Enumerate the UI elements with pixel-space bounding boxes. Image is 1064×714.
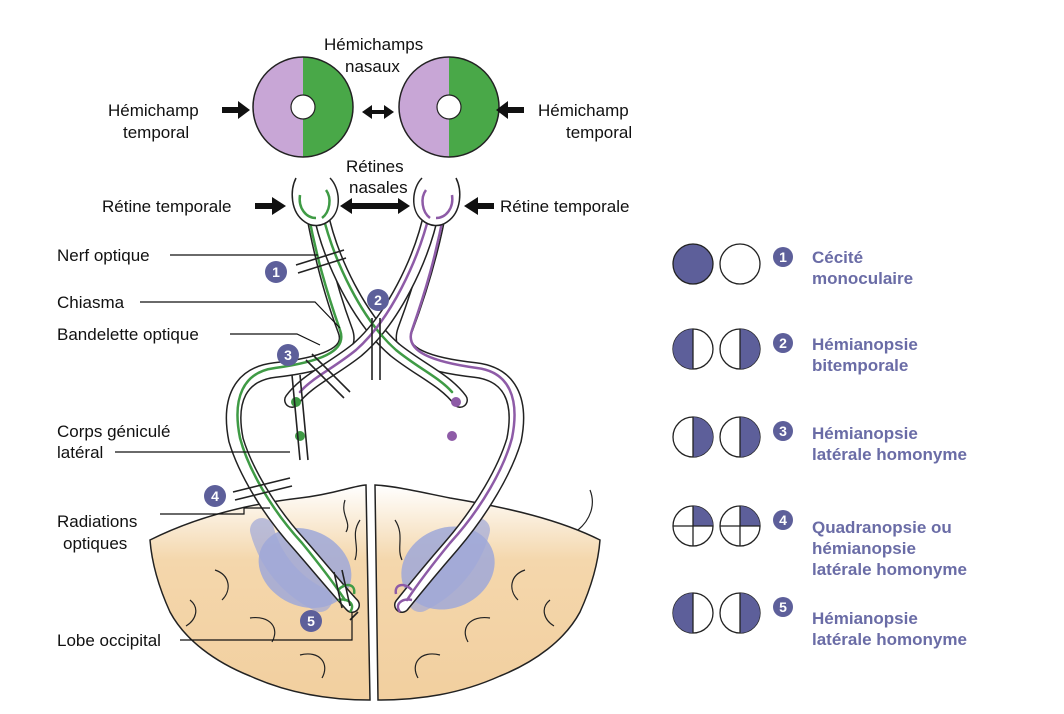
marker-5: 5	[307, 613, 315, 629]
legend-item-1: 1 Cécité monoculaire	[672, 243, 913, 288]
label-hemichamps-nasaux-2: nasaux	[345, 57, 400, 76]
arrow-right-field	[496, 101, 524, 119]
marker-1: 1	[272, 264, 280, 280]
legend-5-line-2: latérale homonyme	[812, 630, 967, 649]
optic-pathways	[225, 197, 525, 613]
arrow-left-retina	[255, 197, 286, 215]
label-hemichamp-temporal-right-2: temporal	[566, 123, 632, 142]
label-radiations-1: Radiations	[57, 512, 137, 531]
marker-4: 4	[211, 488, 219, 504]
label-chiasma: Chiasma	[57, 293, 125, 312]
label-retine-temporale-right: Rétine temporale	[500, 197, 629, 216]
legend-3-line-2: latérale homonyme	[812, 445, 967, 464]
pathway-labels: Hémichamp temporal Hémichamps nasaux Hém…	[57, 35, 632, 650]
legend-item-5: 5 Hémianopsie latérale homonyme	[672, 592, 967, 649]
right-eye	[413, 177, 461, 227]
cortical-terminals	[337, 583, 413, 613]
legend-4-line-3: latérale homonyme	[812, 560, 967, 579]
sulci	[185, 489, 593, 679]
legend-item-4: 4 Quadranopsie ou hémianopsie latérale h…	[672, 505, 967, 579]
label-corps-genicule-2: latéral	[57, 443, 103, 462]
legend-number-5: 5	[779, 599, 787, 615]
label-retines-nasales-1: Rétines	[346, 157, 404, 176]
label-hemichamp-temporal-right-1: Hémichamp	[538, 101, 629, 120]
legend-1-line-2: monoculaire	[812, 269, 913, 288]
legend-item-2: 2 Hémianopsie bitemporale	[672, 328, 918, 375]
arrow-right-retina	[464, 197, 494, 215]
green-fibre-nasal	[320, 210, 454, 394]
right-field-nasal-half	[399, 57, 449, 157]
arrow-nasal-fields	[362, 105, 394, 119]
label-hemichamp-temporal-left-1: Hémichamp	[108, 101, 199, 120]
legend: 1 Cécité monoculaire 2 Hémianopsie bitem…	[672, 243, 967, 649]
arrows	[222, 101, 524, 215]
legend-3-line-1: Hémianopsie	[812, 424, 918, 443]
label-nerf-optique: Nerf optique	[57, 246, 150, 265]
green-fibre-temporal	[236, 210, 347, 602]
label-bandelette-optique: Bandelette optique	[57, 325, 199, 344]
label-radiations-2: optiques	[63, 534, 127, 553]
geniculate-nodes	[291, 397, 461, 441]
left-field-nasal-half	[303, 57, 353, 157]
marker-3: 3	[284, 347, 292, 363]
left-radiation-halo	[250, 518, 332, 612]
lesion-bars	[232, 249, 381, 621]
legend-1-line-1: Cécité	[812, 248, 863, 267]
legend-4-line-2: hémianopsie	[812, 539, 916, 558]
label-hemichamp-temporal-left-2: temporal	[123, 123, 189, 142]
right-radiation-halo	[408, 518, 490, 612]
label-retine-temporale-left: Rétine temporale	[102, 197, 231, 216]
left-field-temporal-half	[253, 57, 303, 157]
legend-2-line-1: Hémianopsie	[812, 335, 918, 354]
leader-lines	[115, 254, 353, 641]
label-lobe-occipital: Lobe occipital	[57, 631, 161, 650]
legend-2-line-2: bitemporale	[812, 356, 908, 375]
label-retines-nasales-2: nasales	[349, 178, 408, 197]
visual-field-left	[252, 56, 354, 158]
legend-number-2: 2	[779, 335, 787, 351]
purple-fibre-nasal	[298, 210, 432, 394]
legend-number-4: 4	[779, 512, 787, 528]
occipital-lobes	[149, 484, 601, 701]
label-hemichamps-nasaux-1: Hémichamps	[324, 35, 423, 54]
visual-field-right	[398, 56, 500, 158]
label-corps-genicule-1: Corps géniculé	[57, 422, 170, 441]
lesion-markers: 1 2 3 4 5	[204, 261, 389, 632]
arrow-nasal-retinas	[340, 198, 410, 214]
arrow-left-field	[222, 101, 250, 119]
legend-number-3: 3	[779, 423, 787, 439]
legend-item-3: 3 Hémianopsie latérale homonyme	[672, 416, 967, 464]
legend-4-line-1: Quadranopsie ou	[812, 518, 952, 537]
legend-number-1: 1	[779, 249, 787, 265]
legend-5-line-1: Hémianopsie	[812, 609, 918, 628]
purple-fibre-temporal	[405, 210, 516, 602]
marker-2: 2	[374, 292, 382, 308]
left-eye	[291, 177, 339, 227]
right-field-temporal-half	[449, 57, 499, 157]
